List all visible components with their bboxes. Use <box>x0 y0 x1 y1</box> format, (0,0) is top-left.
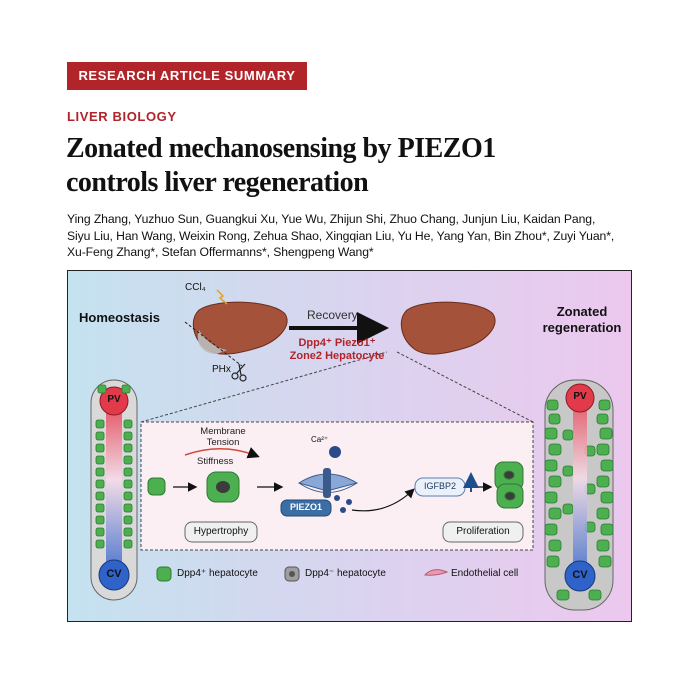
inset-connector-left <box>140 351 388 423</box>
author-line-2: Siyu Liu, Han Wang, Weixin Rong, Zehua S… <box>67 228 615 243</box>
membrane-text: Membrane <box>200 426 246 437</box>
cv-label-right: CV <box>572 569 588 581</box>
hepatocyte-small <box>147 477 166 496</box>
recovered-liver-illustration <box>400 301 496 355</box>
proliferating-hepatocytes <box>494 461 524 509</box>
author-list: Ying Zhang, Yuzhuo Sun, Guangkui Xu, Yue… <box>67 211 647 261</box>
author-line-3: Xu-Feng Zhang*, Stefan Offermanns*, Shen… <box>67 245 374 259</box>
cv-label-left: CV <box>106 568 122 580</box>
zonated-regeneration-label: Zonated regeneration <box>537 304 627 336</box>
hypertrophy-badge <box>184 521 258 543</box>
legend-dpp4-pos-label: Dpp4⁺ hepatocyte <box>177 568 258 579</box>
article-title: Zonated mechanosensing by PIEZO1 control… <box>66 132 646 200</box>
piezo1-channel <box>297 446 359 513</box>
zonated-line-1: Zonated <box>556 304 608 319</box>
regeneration-lobule <box>544 379 614 611</box>
membrane-tension-label: Membrane Tension <box>189 426 257 448</box>
figure-graphics <box>67 270 632 622</box>
hypertrophy-label: Hypertrophy <box>193 526 249 537</box>
proliferation-badge <box>442 521 524 543</box>
legend-endothelial-icon <box>423 569 449 576</box>
homeostasis-label: Homeostasis <box>79 310 160 325</box>
igfbp2-label: IGFBP2 <box>423 481 456 491</box>
calcium-ion <box>329 446 341 458</box>
legend-endothelial-label: Endothelial cell <box>451 568 519 579</box>
pv-vessel-left <box>99 386 129 416</box>
phx-label: PHx <box>212 364 231 375</box>
section-label: LIVER BIOLOGY <box>67 109 177 124</box>
pv-label-left: PV <box>107 394 121 405</box>
piezo1-label: PIEZO1 <box>289 502 322 512</box>
pv-vessel-right <box>565 383 595 413</box>
title-line-1: Zonated mechanosensing by PIEZO1 <box>66 133 496 164</box>
summary-figure: Homeostasis Zonated regeneration CCl₄ PH… <box>67 270 632 622</box>
cv-vessel-right <box>564 560 596 592</box>
legend-dpp4-neg-label: Dpp4⁻ hepatocyte <box>305 568 386 579</box>
piezo1-badge <box>280 499 332 517</box>
inset-connector-right <box>396 351 534 423</box>
recovery-label: Recovery <box>307 308 358 322</box>
author-line-1: Ying Zhang, Yuzhuo Sun, Guangkui Xu, Yue… <box>67 212 596 226</box>
tension-text: Tension <box>206 437 240 448</box>
scissors-icon <box>231 363 247 382</box>
homeostasis-lobule <box>90 379 138 601</box>
dpp4-piezo1-label: Dpp4⁺ Piezo1⁺ <box>298 337 376 349</box>
zonated-line-2: regeneration <box>542 320 622 335</box>
tension-arrow <box>184 447 260 459</box>
pv-label-right: PV <box>573 391 587 402</box>
ccl4-lightning-icon <box>216 289 228 305</box>
article-type-banner: RESEARCH ARTICLE SUMMARY <box>67 62 307 90</box>
stiffness-label: Stiffness <box>197 456 234 467</box>
injured-liver-illustration <box>184 289 288 382</box>
calcium-label: Ca²⁺ <box>311 435 329 444</box>
title-line-2: controls liver regeneration <box>66 167 369 198</box>
cv-vessel-left <box>98 559 130 591</box>
proliferation-label: Proliferation <box>456 526 510 537</box>
ccl4-label: CCl₄ <box>185 282 206 293</box>
zone2-hepatocyte-label: Zone2 Hepatocyte <box>289 350 385 362</box>
legend-dpp4-pos-icon <box>156 566 172 582</box>
